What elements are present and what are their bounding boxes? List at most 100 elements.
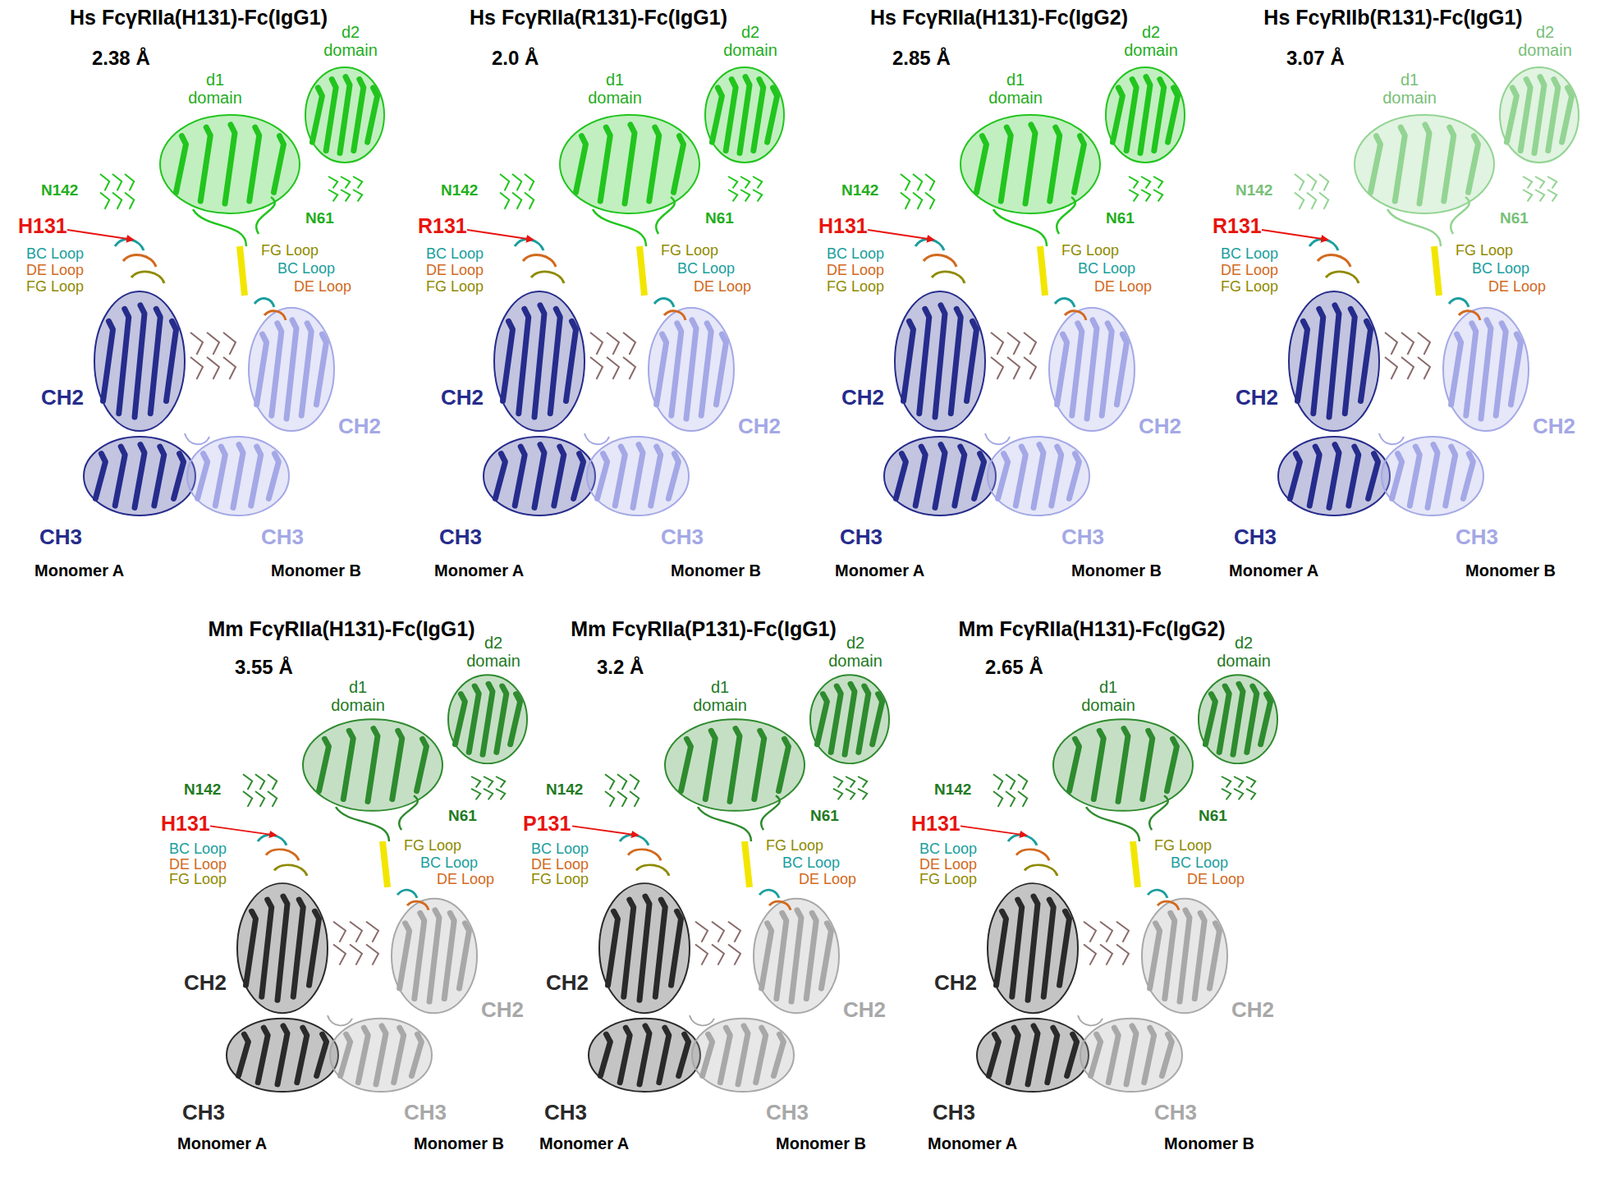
beta-strand — [200, 127, 211, 202]
domain-label: d1 domain — [584, 70, 646, 107]
fg-loop-highlight — [744, 841, 750, 888]
glycan-sticks — [1294, 174, 1329, 210]
glycan-site-label: N61 — [1105, 210, 1135, 228]
beta-strand — [1297, 320, 1308, 401]
fc-ch3-a — [884, 436, 996, 516]
beta-strand — [935, 444, 945, 509]
beta-strand — [297, 1027, 308, 1083]
glycan-site-label: N142 — [1235, 182, 1273, 200]
complex-structure — [67, 67, 385, 516]
beta-strand — [311, 87, 322, 143]
loop-label: FG Loop — [531, 871, 589, 889]
beta-strand — [249, 127, 260, 202]
beta-strand — [608, 911, 619, 986]
glycan-sticks — [328, 176, 363, 202]
loop-label: FG Loop — [426, 279, 484, 296]
receptor-d1 — [1053, 719, 1193, 812]
fc-ch2-b — [391, 898, 477, 1014]
beta-strand — [1368, 453, 1379, 500]
beta-strand — [1394, 127, 1405, 202]
beta-strand — [711, 87, 722, 143]
beta-strand — [340, 1034, 351, 1077]
receptor-loop — [335, 795, 418, 842]
beta-strand — [600, 1034, 610, 1077]
monomer-label: Monomer A — [34, 561, 124, 580]
domain-label: CH3 — [1455, 525, 1499, 550]
loop-label: FG Loop — [1061, 242, 1119, 260]
beta-strand — [454, 693, 465, 745]
hinge-link — [689, 1015, 715, 1026]
beta-strand — [534, 444, 545, 509]
beta-strand — [895, 453, 906, 500]
glycan-site-label: N61 — [1499, 210, 1529, 228]
panel-title: Hs FcγRIIa(H131)-Fc(IgG2) — [870, 6, 1128, 30]
residue-label: H131 — [18, 215, 68, 239]
beta-strand — [619, 1027, 630, 1083]
beta-strand — [624, 124, 635, 204]
beta-strand — [1409, 446, 1420, 506]
resolution-label: 2.85 Å — [892, 47, 951, 69]
beta-strand — [233, 444, 243, 509]
monomer-label: Monomer A — [177, 1134, 267, 1153]
monomer-label: Monomer B — [1071, 561, 1162, 580]
beta-strand — [919, 308, 930, 413]
loop-segment — [531, 271, 564, 284]
loop-segment — [1448, 298, 1469, 308]
beta-strand — [1033, 444, 1044, 509]
beta-strand — [411, 1034, 422, 1077]
fc-ch2-a — [237, 883, 328, 1014]
domain-label: CH2 — [545, 971, 589, 995]
domain-label: CH3 — [403, 1100, 447, 1125]
domain-label: CH2 — [841, 385, 885, 410]
beta-strand — [271, 323, 282, 416]
loop-label: FG Loop — [1455, 242, 1513, 260]
loop-label: DE Loop — [436, 871, 495, 889]
domain-label: CH2 — [41, 385, 84, 410]
loop-label: BC Loop — [277, 261, 335, 278]
beta-strand — [702, 1034, 713, 1077]
complex-structure — [467, 67, 784, 516]
resolution-label: 3.07 Å — [1286, 47, 1345, 69]
receptor-d1 — [664, 719, 805, 812]
glycan-sticks — [695, 921, 741, 966]
beta-strand — [954, 446, 965, 506]
beta-strand — [1008, 1027, 1018, 1083]
beta-strand — [417, 738, 427, 792]
loop-label: DE Loop — [1488, 279, 1546, 296]
domain-label: CH2 — [1235, 385, 1279, 410]
monomer-label: Monomer B — [413, 1134, 505, 1153]
beta-strand — [176, 136, 187, 193]
glycan-sticks — [1522, 176, 1557, 202]
beta-strand — [367, 728, 378, 802]
beta-strand — [1051, 446, 1062, 506]
beta-strand — [1419, 124, 1430, 204]
domain-label: CH3 — [839, 525, 883, 550]
beta-strand — [623, 899, 634, 997]
beta-strand — [974, 453, 985, 500]
fc-ch3-b — [987, 436, 1090, 516]
beta-strand — [639, 1026, 650, 1085]
beta-strand — [791, 910, 802, 1003]
beta-strand — [1548, 79, 1559, 152]
fc-ch2-a — [1288, 291, 1380, 431]
loop-segment — [265, 849, 299, 861]
loop-segment — [1317, 255, 1351, 267]
beta-strand — [1466, 323, 1477, 416]
loop-label: DE Loop — [426, 262, 484, 280]
beta-strand — [1534, 77, 1545, 154]
beta-strand — [468, 686, 479, 753]
resolution-label: 2.0 Å — [491, 47, 539, 69]
beta-strand — [915, 446, 926, 506]
receptor-d2 — [1198, 674, 1278, 764]
beta-strand — [988, 1034, 999, 1077]
loop-label: DE Loop — [693, 279, 752, 296]
beta-strand — [95, 453, 106, 500]
beta-strand — [671, 911, 682, 986]
loop-label: FG Loop — [169, 871, 227, 889]
loop-segment — [514, 239, 544, 251]
glycan-sticks — [1083, 921, 1129, 966]
beta-strand — [1179, 910, 1190, 1003]
loop-segment — [923, 255, 957, 267]
beta-strand — [1445, 446, 1456, 506]
domain-label: CH3 — [660, 525, 704, 550]
